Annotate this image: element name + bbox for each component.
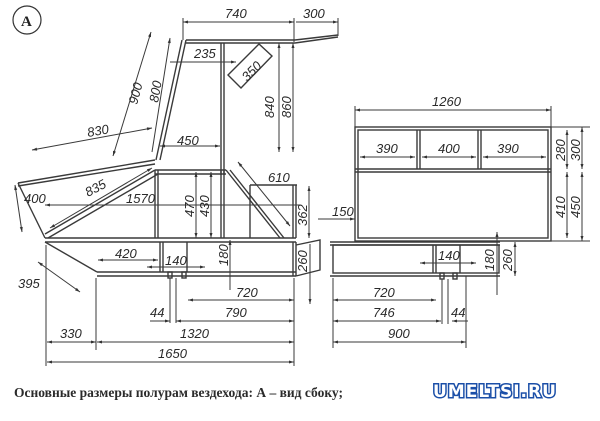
dim-430: 430 [197, 195, 212, 217]
dim-800: 800 [146, 79, 165, 104]
dim-390-b: 390 [497, 141, 519, 156]
dim-900-back: 900 [125, 80, 145, 106]
dim-150: 150 [332, 204, 354, 219]
dim-280: 280 [553, 139, 568, 162]
view-label-circle-icon [12, 5, 42, 35]
dim-44-left: 44 [150, 305, 164, 320]
dim-450-right: 450 [568, 196, 583, 218]
watermark-logo: UMELTSI.RU [432, 381, 558, 401]
dim-400-right: 400 [438, 141, 460, 156]
view-label: A [21, 14, 32, 30]
dim-1650: 1650 [158, 346, 188, 361]
dim-470: 470 [182, 195, 197, 217]
dim-450-seat: 450 [177, 133, 199, 148]
dim-140-right: 140 [438, 248, 460, 263]
dim-790: 790 [225, 305, 247, 320]
dim-720-right: 720 [373, 285, 395, 300]
dim-140-left: 140 [165, 253, 187, 268]
dim-1320: 1320 [180, 326, 210, 341]
dim-260-left: 260 [295, 250, 310, 273]
dim-180-left: 180 [216, 244, 231, 266]
dim-330: 330 [60, 326, 82, 341]
dim-830: 830 [86, 121, 111, 140]
dim-1260: 1260 [432, 94, 462, 109]
dimension-labels: 740 300 235 350 840 860 900 800 830 450 … [18, 6, 583, 361]
dim-300-top: 300 [303, 6, 325, 21]
dim-420: 420 [115, 246, 137, 261]
watermark-text: UMELTSI.RU [433, 382, 557, 401]
dim-410: 410 [553, 196, 568, 218]
dim-840: 840 [262, 96, 277, 118]
dim-740: 740 [225, 6, 247, 21]
front-half-frame [17, 34, 339, 323]
dimension-lines [14, 18, 590, 366]
dim-610: 610 [268, 170, 290, 185]
dim-400-left: 400 [24, 191, 46, 206]
dim-395: 395 [18, 276, 40, 291]
dim-350: 350 [239, 58, 265, 84]
view-label-badge: A [12, 5, 42, 35]
dim-720-left: 720 [236, 285, 258, 300]
dim-235: 235 [193, 46, 216, 61]
dim-1570: 1570 [126, 191, 156, 206]
dim-300-right: 300 [568, 139, 583, 161]
dim-260-right: 260 [500, 249, 515, 272]
dim-44-right: 44 [451, 305, 465, 320]
figure-caption: Основные размеры полурам вездехода: А – … [14, 385, 343, 400]
dim-180-right: 180 [482, 249, 497, 271]
dim-860: 860 [279, 96, 294, 118]
dim-900-right: 900 [388, 326, 410, 341]
dim-362: 362 [295, 204, 310, 226]
rear-half-frame [330, 126, 552, 324]
dim-746: 746 [373, 305, 395, 320]
dim-390-a: 390 [376, 141, 398, 156]
